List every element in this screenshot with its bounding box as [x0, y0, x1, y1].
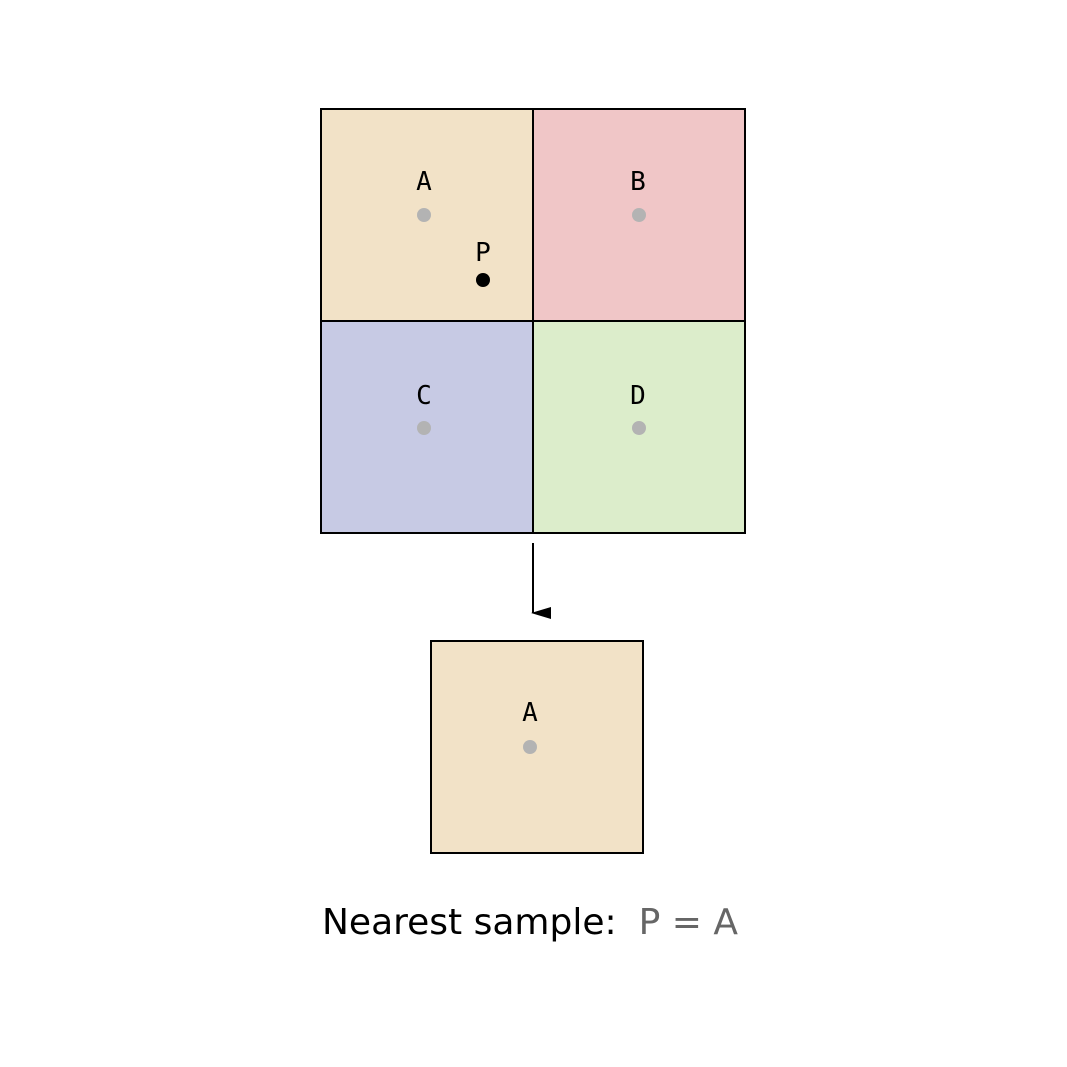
grid-cell-b-sample-dot [632, 208, 646, 222]
query-point-label: P [475, 238, 491, 268]
caption: Nearest sample: P = A [322, 902, 738, 943]
result-cell: A [430, 640, 644, 854]
grid-cell-d: D [532, 320, 746, 534]
grid-cell-c: C [320, 320, 534, 534]
grid-cell-c-sample-dot [417, 421, 431, 435]
grid-cell-a: A [320, 108, 534, 322]
grid-cell-a-label: A [416, 167, 432, 197]
query-point-dot [476, 273, 490, 287]
grid-cell-b-label: B [630, 167, 646, 197]
grid-cell-d-sample-dot [632, 421, 646, 435]
query-point: P [475, 238, 491, 287]
caption-result: P = A [639, 902, 739, 943]
caption-prefix: Nearest sample: [322, 902, 617, 943]
grid-cell-c-label: C [416, 381, 432, 411]
grid-cell-d-label: D [630, 381, 646, 411]
grid-cell-b: B [532, 108, 746, 322]
grid-cell-a-sample-dot [417, 208, 431, 222]
result-cell-label: A [522, 698, 538, 728]
result-cell-sample-dot [523, 740, 537, 754]
